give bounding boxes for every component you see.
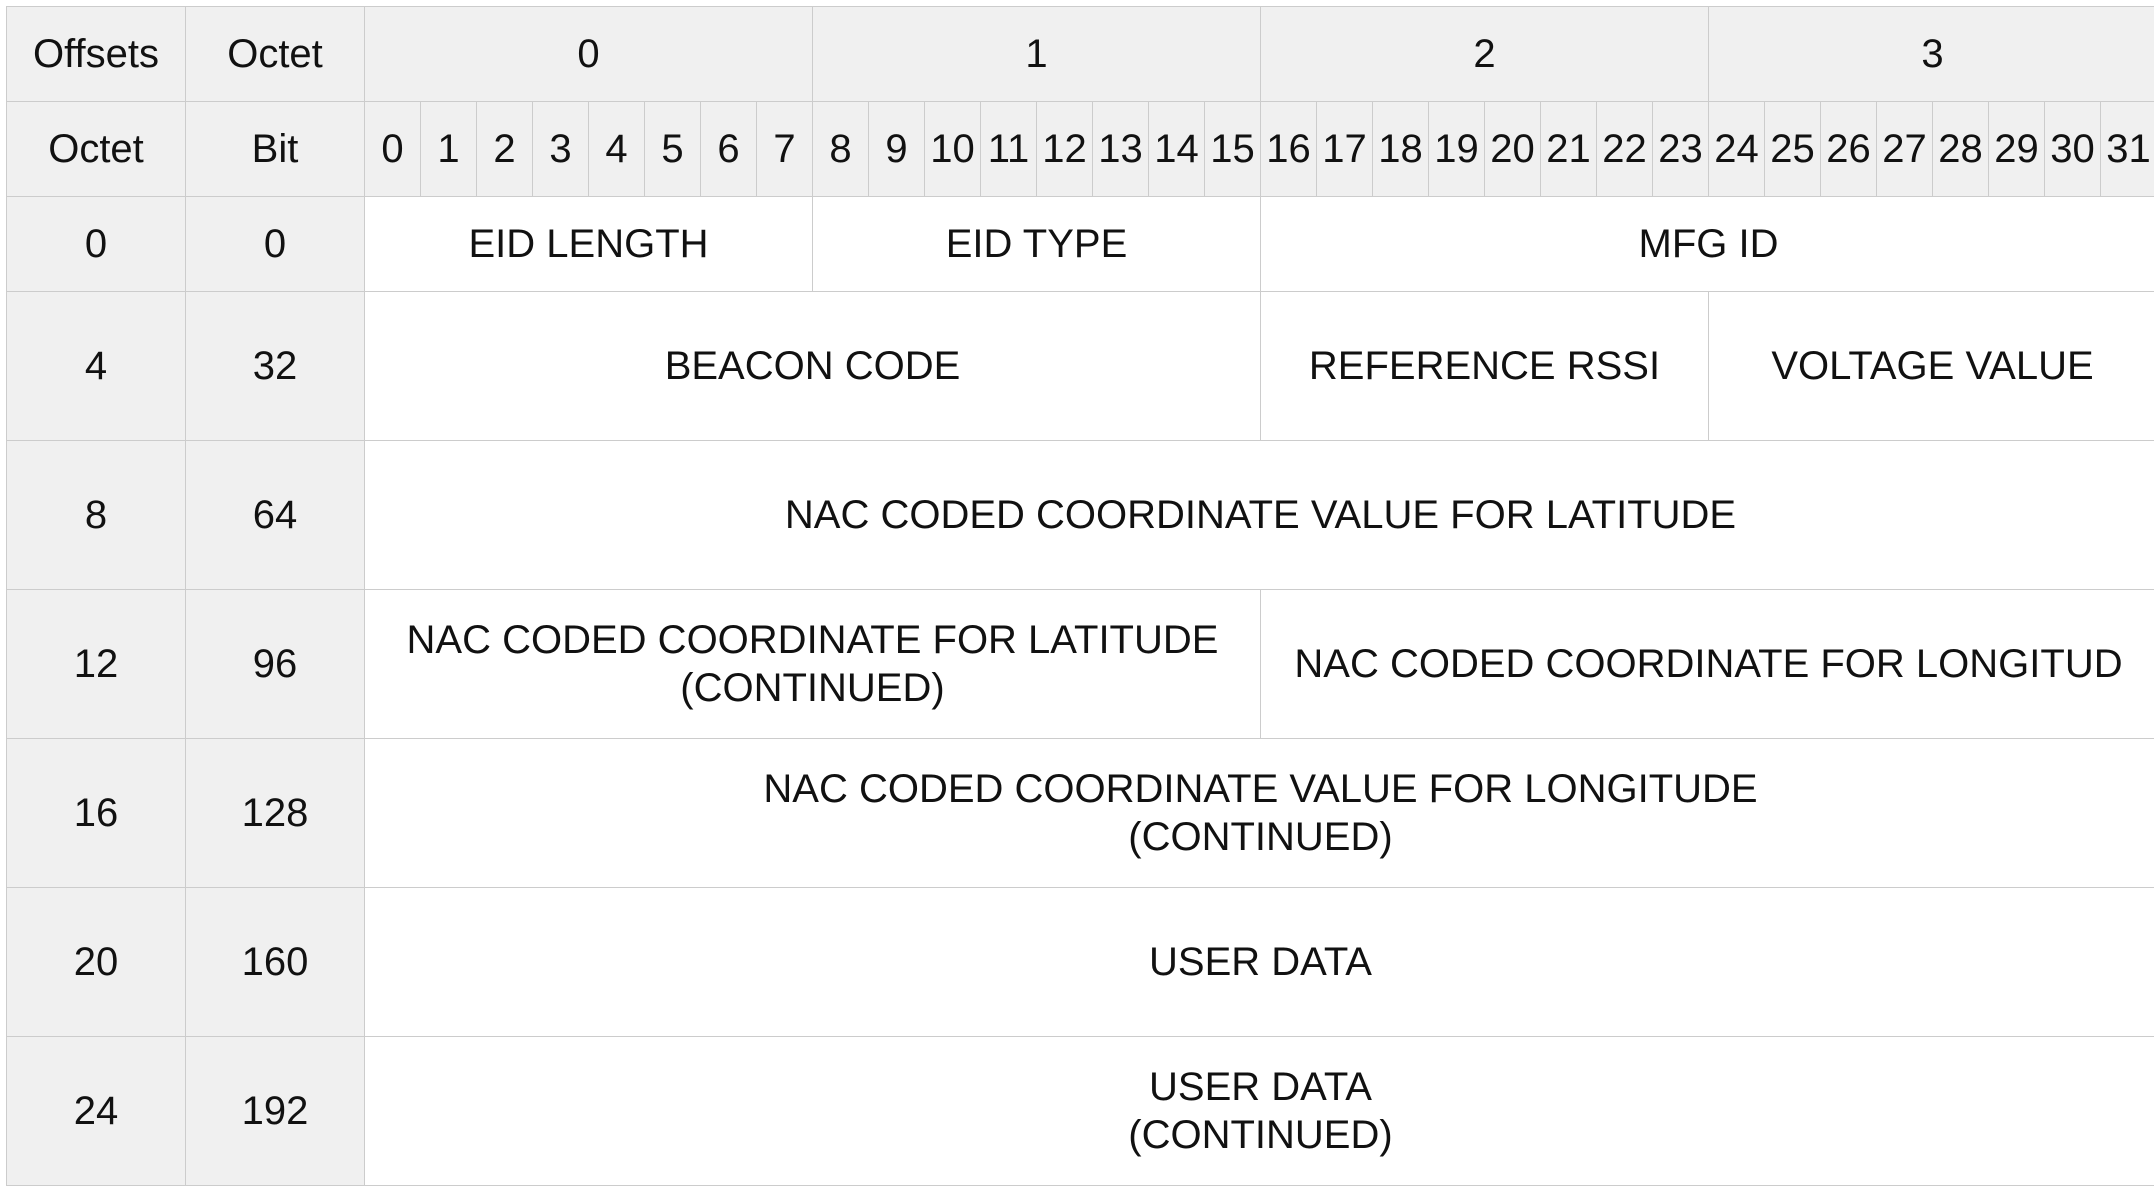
header-bit-14: 14 — [1148, 101, 1205, 197]
field-voltage-value: VOLTAGE VALUE — [1708, 291, 2154, 441]
field-label: BEACON CODE — [664, 344, 961, 388]
header-bit-17: 17 — [1316, 101, 1373, 197]
row-octet-offset: 4 — [6, 291, 186, 441]
header-bit-22: 22 — [1596, 101, 1653, 197]
row-octet-offset: 12 — [6, 589, 186, 739]
header-bit: Bit — [185, 101, 365, 197]
header-bit-23: 23 — [1652, 101, 1709, 197]
field-label: USER DATA — [1149, 940, 1372, 984]
header-bit-1: 1 — [420, 101, 477, 197]
header-bit-28: 28 — [1932, 101, 1989, 197]
field-label: MFG ID — [1638, 222, 1779, 266]
field-label-continued: (CONTINUED) — [680, 666, 945, 710]
row-octet-20: 20 160 USER DATA — [6, 887, 2154, 1037]
row-octet-12: 12 96 NAC CODED COORDINATE FOR LATITUDE … — [6, 589, 2154, 739]
row-bit-offset: 128 — [185, 738, 365, 888]
header-octet: Octet — [185, 6, 365, 102]
field-eid-length: EID LENGTH — [364, 196, 813, 292]
header-bit-3: 3 — [532, 101, 589, 197]
header-bit-6: 6 — [700, 101, 757, 197]
header-bit-31: 31 — [2100, 101, 2154, 197]
row-octet-4: 4 32 BEACON CODE REFERENCE RSSI VOLTAGE … — [6, 291, 2154, 441]
header-row-octet: Octet — [6, 101, 186, 197]
header-octet-0: 0 — [364, 6, 813, 102]
field-label: EID LENGTH — [468, 222, 709, 266]
header-bit-5: 5 — [644, 101, 701, 197]
row-bit-offset: 96 — [185, 589, 365, 739]
field-reference-rssi: REFERENCE RSSI — [1260, 291, 1709, 441]
row-octet-offset: 20 — [6, 887, 186, 1037]
header-bit-7: 7 — [756, 101, 813, 197]
row-octet-offset: 16 — [6, 738, 186, 888]
header-bit-16: 16 — [1260, 101, 1317, 197]
row-octet-16: 16 128 NAC CODED COORDINATE VALUE FOR LO… — [6, 738, 2154, 888]
field-latitude: NAC CODED COORDINATE VALUE FOR LATITUDE — [364, 440, 2154, 590]
field-label: USER DATA — [1149, 1065, 1372, 1109]
header-bit-8: 8 — [812, 101, 869, 197]
field-label: NAC CODED COORDINATE VALUE FOR LATITUDE — [784, 493, 1737, 537]
field-label: NAC CODED COORDINATE FOR LONGITUD — [1294, 642, 2123, 686]
field-longitude: NAC CODED COORDINATE FOR LONGITUD — [1260, 589, 2154, 739]
field-label-continued: (CONTINUED) — [1128, 1113, 1393, 1157]
header-bit-29: 29 — [1988, 101, 2045, 197]
row-octet-24: 24 192 USER DATA (CONTINUED) — [6, 1036, 2154, 1186]
field-user-data: USER DATA — [364, 887, 2154, 1037]
field-label-continued: (CONTINUED) — [1128, 815, 1393, 859]
row-octet-offset: 24 — [6, 1036, 186, 1186]
row-octet-0: 0 0 EID LENGTH EID TYPE MFG ID — [6, 196, 2154, 292]
field-mfg-id: MFG ID — [1260, 196, 2154, 292]
header-octet-3: 3 — [1708, 6, 2154, 102]
header-row-octets: Offsets Octet 0 1 2 3 — [6, 6, 2154, 102]
field-label: NAC CODED COORDINATE VALUE FOR LONGITUDE — [763, 767, 1758, 811]
header-bit-24: 24 — [1708, 101, 1765, 197]
row-bit-offset: 32 — [185, 291, 365, 441]
header-bit-13: 13 — [1092, 101, 1149, 197]
row-octet-8: 8 64 NAC CODED COORDINATE VALUE FOR LATI… — [6, 440, 2154, 590]
header-bit-9: 9 — [868, 101, 925, 197]
row-bit-offset: 64 — [185, 440, 365, 590]
row-octet-offset: 8 — [6, 440, 186, 590]
field-beacon-code: BEACON CODE — [364, 291, 1261, 441]
row-bit-offset: 0 — [185, 196, 365, 292]
field-label: REFERENCE RSSI — [1308, 344, 1661, 388]
field-longitude-continued: NAC CODED COORDINATE VALUE FOR LONGITUDE… — [364, 738, 2154, 888]
field-label: VOLTAGE VALUE — [1771, 344, 2094, 388]
header-bit-10: 10 — [924, 101, 981, 197]
header-bit-15: 15 — [1204, 101, 1261, 197]
header-bit-11: 11 — [980, 101, 1037, 197]
field-label: EID TYPE — [945, 222, 1128, 266]
field-latitude-continued: NAC CODED COORDINATE FOR LATITUDE (CONTI… — [364, 589, 1261, 739]
header-bit-30: 30 — [2044, 101, 2101, 197]
header-bit-27: 27 — [1876, 101, 1933, 197]
row-bit-offset: 192 — [185, 1036, 365, 1186]
header-octet-2: 2 — [1260, 6, 1709, 102]
field-label: NAC CODED COORDINATE FOR LATITUDE — [406, 618, 1219, 662]
header-bit-19: 19 — [1428, 101, 1485, 197]
row-octet-offset: 0 — [6, 196, 186, 292]
header-offsets: Offsets — [6, 6, 186, 102]
header-bit-12: 12 — [1036, 101, 1093, 197]
header-bit-0: 0 — [364, 101, 421, 197]
row-bit-offset: 160 — [185, 887, 365, 1037]
field-user-data-continued: USER DATA (CONTINUED) — [364, 1036, 2154, 1186]
header-bit-25: 25 — [1764, 101, 1821, 197]
header-bit-26: 26 — [1820, 101, 1877, 197]
header-bit-4: 4 — [588, 101, 645, 197]
header-octet-1: 1 — [812, 6, 1261, 102]
header-bit-20: 20 — [1484, 101, 1541, 197]
header-bit-2: 2 — [476, 101, 533, 197]
header-bit-18: 18 — [1372, 101, 1429, 197]
header-bit-21: 21 — [1540, 101, 1597, 197]
field-eid-type: EID TYPE — [812, 196, 1261, 292]
